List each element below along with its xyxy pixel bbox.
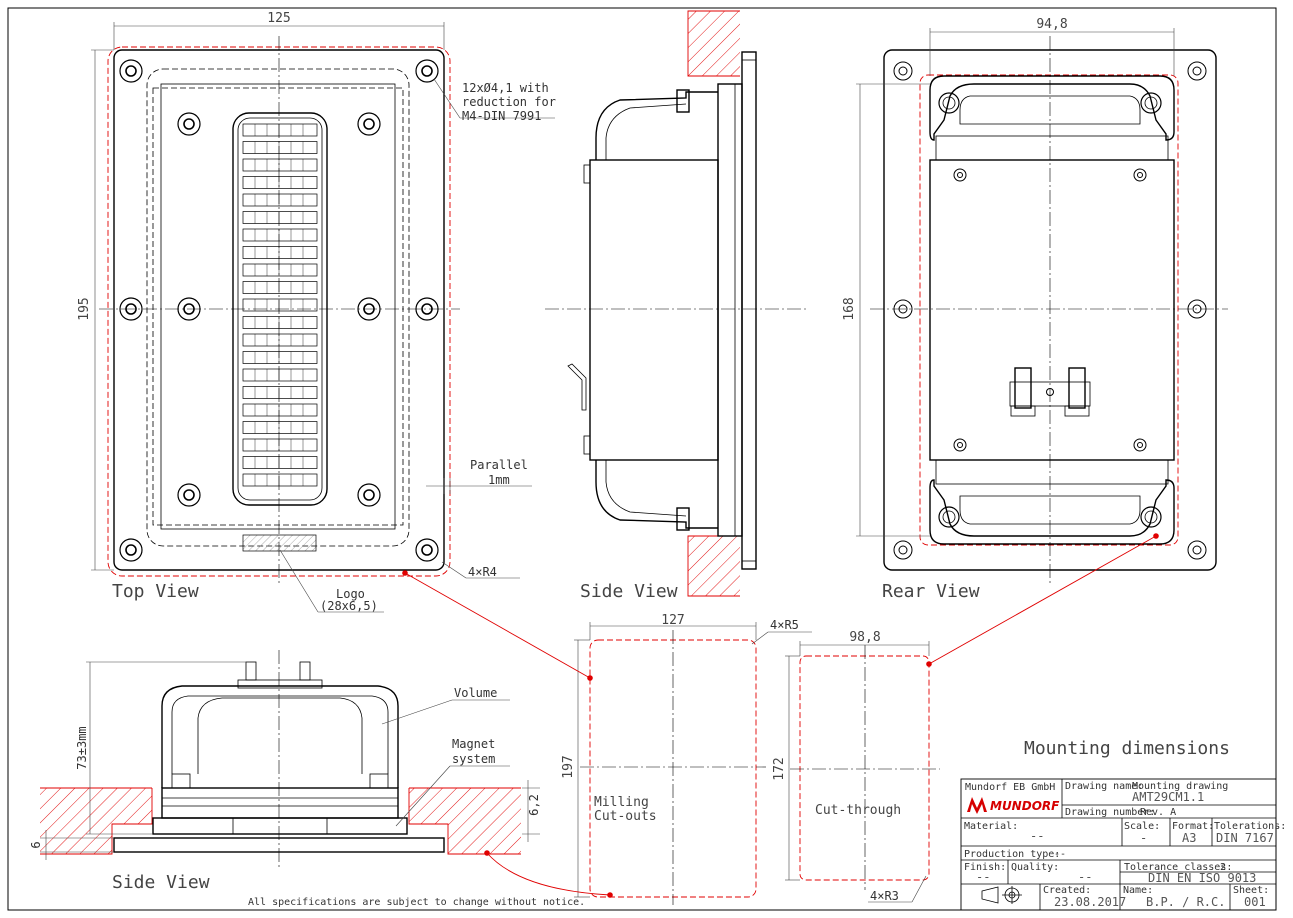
- drawing-name-label: Drawing name:: [1065, 781, 1143, 792]
- finish-label: Finish:: [964, 862, 1006, 873]
- rear-cut-red: [919, 74, 1179, 546]
- format-value: A3: [1182, 831, 1196, 845]
- diaphragm-slots: [242, 122, 318, 490]
- material-label: Material:: [964, 821, 1018, 832]
- name-value: B.P. / R.C.: [1146, 895, 1225, 909]
- dim-rear-height: 168: [842, 297, 857, 320]
- created-label: Created:: [1043, 885, 1091, 896]
- holes-note-2: reduction for: [462, 95, 556, 109]
- name-label: Name:: [1123, 885, 1153, 896]
- tolerations-value: DIN 7167: [1216, 831, 1274, 845]
- drawing-title: AMT29CM1.1: [1132, 790, 1204, 804]
- page-border: [7, 7, 1277, 911]
- mundorf-logo-mark: [967, 797, 987, 814]
- format-label: Format:: [1172, 821, 1214, 832]
- parallel-note-2: 1mm: [488, 473, 510, 487]
- dim-cut-height: 197: [561, 755, 576, 778]
- magnet-note-2: system: [452, 752, 495, 766]
- drawing-rev: Rev. A: [1140, 807, 1176, 818]
- logo-note-2: (28x6,5): [320, 599, 378, 613]
- label-side-view: Side View: [580, 581, 678, 602]
- sheet-value: 001: [1244, 895, 1266, 909]
- cut-radius-note: 4×R5: [770, 618, 799, 632]
- volume-note: Volume: [454, 686, 497, 700]
- created-value: 23.08.2017: [1054, 895, 1126, 909]
- magnet-note-1: Magnet: [452, 737, 495, 751]
- finish-value: --: [976, 870, 990, 884]
- dim-flange-thk: 6: [29, 841, 43, 848]
- label-side-view-2: Side View: [112, 872, 210, 893]
- sheet-label: Sheet:: [1233, 885, 1269, 896]
- logo-area: [242, 534, 317, 552]
- scale-label: Scale:: [1124, 821, 1160, 832]
- rear-view: 94,8 168 Rear View: [842, 17, 1228, 602]
- label-rear-view: Rear View: [882, 581, 980, 602]
- quality-value: --: [1078, 870, 1092, 884]
- logo-note-1: Logo: [336, 587, 365, 601]
- projection-symbol-icon: [981, 886, 1022, 904]
- company: Mundorf EB GmbH: [965, 782, 1055, 793]
- tolerations-label: Tolerations:: [1214, 821, 1286, 832]
- holes-note-3: M4-DIN 7991: [462, 109, 541, 123]
- dim-top-width: 125: [267, 11, 290, 26]
- dim-recess: 6,2: [527, 794, 541, 816]
- milling-note-1: Milling: [594, 795, 649, 810]
- milling-note-2: Cut-outs: [594, 809, 657, 824]
- parallel-note-1: Parallel: [470, 458, 528, 472]
- production-value: --: [1054, 849, 1066, 860]
- drawing-number-label: Drawing number:: [1065, 807, 1155, 818]
- corner-radius-note: 4×R4: [468, 565, 497, 579]
- mounting-dimensions-title: Mounting dimensions: [1024, 738, 1230, 759]
- cut-through: 98,8 172 4×R3 Cut-through: [772, 630, 940, 903]
- production-label: Production type:: [964, 849, 1060, 860]
- dim-top-height: 195: [77, 297, 92, 320]
- dim-cut-width: 127: [661, 613, 684, 628]
- holes-note-1: 12xØ4,1 with: [462, 81, 549, 95]
- dim-through-height: 172: [772, 757, 787, 780]
- material-value: --: [1030, 829, 1044, 843]
- dim-rear-width: 94,8: [1036, 17, 1067, 32]
- top-view: 125 195 12xØ4,1 with reduction for M4-DI…: [77, 11, 556, 613]
- side-view-bottom: 73±3mm 6 6,2 Volume Magnet system Side V…: [29, 650, 541, 893]
- title-block: Mundorf EB GmbH MUNDORF Drawing name: Mo…: [960, 778, 1286, 911]
- quality-label: Quality:: [1011, 862, 1059, 873]
- tol-classes-label: Tolerance classes:: [1124, 862, 1232, 873]
- tol-classes-value: 2: [1220, 862, 1226, 873]
- cut-through-note: Cut-through: [815, 803, 901, 818]
- side-view-vertical: Side View: [545, 10, 808, 602]
- tol-std: DIN EN ISO 9013: [1148, 871, 1256, 885]
- drawing-name: Mounting drawing: [1132, 781, 1228, 792]
- through-radius-note: 4×R3: [870, 889, 899, 903]
- mundorf-logo: MUNDORF: [990, 799, 1060, 813]
- label-top-view: Top View: [112, 581, 199, 602]
- dim-side-height: 73±3mm: [75, 726, 89, 769]
- dim-through-width: 98,8: [849, 630, 880, 645]
- milling-cutout: 127 197 4×R5 Milling Cut-outs: [561, 613, 812, 905]
- mounting-holes: [119, 59, 439, 562]
- disclaimer: All specifications are subject to change…: [248, 897, 585, 908]
- scale-value: -: [1140, 831, 1147, 845]
